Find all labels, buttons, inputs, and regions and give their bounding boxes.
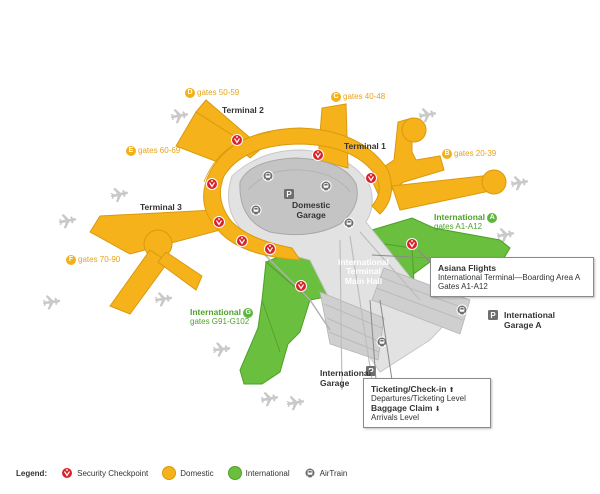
asiana-callout-title: Asiana Flights — [438, 263, 497, 273]
airtrain-icon — [304, 467, 316, 479]
baggage-sub: Arrivals Level — [371, 413, 420, 422]
gate-f-badge: F — [66, 255, 76, 265]
security-checkpoint-icon — [61, 467, 74, 479]
ticketing-sub: Departures/Ticketing Level — [371, 394, 466, 403]
international-swatch-icon — [227, 466, 242, 480]
gate-b-badge: B — [442, 149, 452, 159]
legend: Legend: Security Checkpoint Domestic Int… — [16, 466, 347, 480]
gate-g-badge: G — [243, 308, 254, 318]
legend-international: International — [227, 466, 290, 480]
legend-domestic: Domestic — [162, 466, 214, 480]
asiana-callout-line1: International Terminal—Boarding Area A — [438, 273, 581, 282]
down-arrow-icon: ⬇ — [434, 406, 441, 413]
parking-icons: P P P — [284, 189, 498, 376]
domestic-garage-label[interactable]: Domestic Garage — [292, 200, 331, 220]
ticketing-title: Ticketing/Check-in — [371, 384, 447, 394]
terminal-3-label: Terminal 3 — [140, 202, 182, 212]
gate-c-badge: C — [331, 92, 341, 102]
svg-text:P: P — [286, 190, 292, 199]
gate-d-badge: D — [185, 88, 195, 98]
baggage-title: Baggage Claim — [371, 403, 433, 413]
domestic-swatch-icon — [162, 466, 177, 480]
international-garage-a-label[interactable]: International Garage A — [504, 310, 556, 330]
domestic-garage-structure — [239, 157, 358, 236]
asiana-flights-callout: Asiana Flights International Terminal—Bo… — [430, 257, 594, 297]
svg-text:P: P — [368, 367, 374, 376]
svg-text:P: P — [490, 311, 496, 320]
terminal-1-label: Terminal 1 — [344, 141, 386, 151]
ticketing-baggage-callout: Ticketing/Check-in ⬆ Departures/Ticketin… — [363, 378, 491, 428]
legend-title: Legend: — [16, 468, 48, 478]
up-arrow-icon: ⬆ — [448, 387, 455, 394]
terminal-2-label: Terminal 2 — [222, 105, 264, 115]
legend-security: Security Checkpoint — [61, 467, 148, 479]
legend-airtrain: AirTrain — [304, 467, 347, 479]
asiana-callout-line2: Gates A1-A12 — [438, 282, 488, 291]
international-main-hall-label[interactable]: International Terminal Main Hall — [338, 257, 390, 286]
gate-a-badge: A — [487, 213, 498, 223]
international-g-label[interactable]: International G gates G91-G102 — [190, 307, 255, 327]
domestic-terminals-area — [89, 99, 507, 315]
international-garage-g-label[interactable]: International Garage — [320, 368, 372, 388]
gate-e-badge: E — [126, 146, 136, 156]
international-a-label[interactable]: International A gates A1-A12 — [434, 212, 499, 232]
